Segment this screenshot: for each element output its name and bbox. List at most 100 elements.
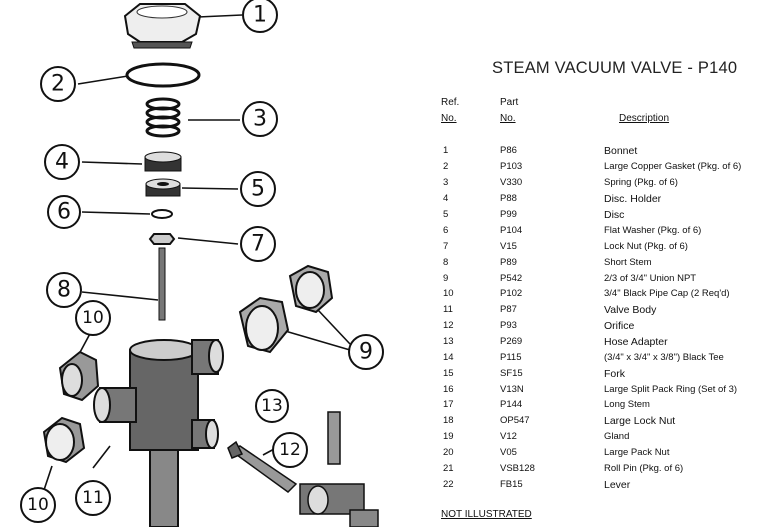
ref-cell: 1	[443, 145, 449, 156]
table-row: 22 FB15 Lever	[0, 479, 770, 495]
part-cell: P103	[500, 161, 523, 172]
desc-cell: Large Lock Nut	[604, 415, 676, 427]
pipe-cap-part	[42, 350, 100, 464]
ref-no-header: No.	[441, 113, 457, 124]
desc-cell: 2/3 of 3/4" Union NPT	[604, 273, 697, 284]
part-cell: V12	[500, 431, 517, 442]
part-cell: OP547	[500, 415, 530, 426]
part-cell: P86	[500, 145, 517, 156]
ref-cell: 20	[443, 447, 454, 458]
desc-cell: (3/4" x 3/4" x 3/8") Black Tee	[604, 352, 724, 363]
gasket-part	[125, 62, 201, 88]
callout-5: 5	[251, 177, 265, 202]
ref-cell: 15	[443, 368, 454, 379]
desc-cell: Disc. Holder	[604, 193, 662, 205]
ref-cell: 10	[443, 288, 454, 299]
part-cell: P88	[500, 193, 517, 204]
part-cell: V330	[500, 177, 523, 188]
ref-cell: 17	[443, 399, 454, 410]
desc-cell: Lever	[604, 479, 631, 491]
washer-part	[151, 209, 173, 219]
part-cell: P102	[500, 288, 523, 299]
ref-cell: 3	[443, 177, 449, 188]
ref-cell: 16	[443, 384, 454, 395]
callout-numbers: 1 2 3 4 5 6 7 8 9 10 11 12 13 10	[27, 3, 373, 516]
table-row: 15 SF15 Fork	[0, 368, 770, 384]
hose-adapter-part	[299, 411, 379, 527]
desc-cell: Roll Pin (Pkg. of 6)	[604, 463, 684, 474]
desc-cell: Fork	[604, 368, 625, 380]
description-header: Description	[619, 113, 670, 124]
part-cell: SF15	[500, 368, 523, 379]
table-row: 19 V12 Gland	[0, 431, 770, 447]
desc-cell: Short Stem	[604, 257, 652, 268]
valve-body-part	[93, 339, 224, 527]
disc-holder-part	[144, 151, 182, 172]
ref-cell: 6	[443, 225, 449, 236]
part-cell: P269	[500, 336, 523, 347]
disc-part	[145, 178, 181, 197]
table-row: 17 P144 Long Stem	[0, 399, 770, 415]
ref-cell: 7	[443, 241, 449, 252]
part-cell: VSB128	[500, 463, 535, 474]
callout-4: 4	[55, 150, 69, 175]
ref-cell: 14	[443, 352, 454, 363]
part-header: Part	[500, 97, 519, 108]
table-row: 6 P104 Flat Washer (Pkg. of 6)	[0, 225, 770, 241]
part-cell: V13N	[500, 384, 524, 395]
callout-7: 7	[251, 232, 265, 257]
desc-cell: Long Stem	[604, 399, 650, 410]
desc-cell: Large Pack Nut	[604, 447, 670, 458]
ref-cell: 22	[443, 479, 454, 490]
callout-8: 8	[57, 278, 71, 303]
desc-cell: Gland	[604, 431, 630, 442]
part-cell: P104	[500, 225, 523, 236]
part-cell: P144	[500, 399, 523, 410]
ref-cell: 5	[443, 209, 449, 220]
ref-cell: 21	[443, 463, 454, 474]
table-row: 21 VSB128 Roll Pin (Pkg. of 6)	[0, 463, 770, 479]
ref-cell: 2	[443, 161, 449, 172]
table-row: 11 P87 Valve Body	[0, 304, 770, 320]
ref-cell: 11	[443, 304, 453, 315]
ref-cell: 12	[443, 320, 454, 331]
part-cell: P542	[500, 273, 523, 284]
desc-cell: Valve Body	[604, 304, 657, 316]
part-cell: P115	[500, 352, 522, 363]
callout-13: 13	[261, 396, 283, 416]
ref-cell: 19	[443, 431, 454, 442]
callout-6: 6	[57, 200, 71, 225]
part-cell: P87	[500, 304, 517, 315]
desc-cell: Bonnet	[604, 145, 638, 157]
callout-3: 3	[253, 107, 267, 132]
callout-12: 12	[279, 440, 301, 460]
table-row: 4 P88 Disc. Holder	[0, 193, 770, 209]
table-row: 1 P86 Bonnet	[0, 145, 770, 161]
desc-cell: Large Copper Gasket (Pkg. of 6)	[604, 161, 742, 172]
part-cell: P93	[500, 320, 517, 331]
desc-cell: Disc	[604, 209, 625, 221]
ref-cell: 4	[443, 193, 449, 204]
bonnet-part	[123, 3, 202, 49]
callout-11: 11	[82, 488, 104, 508]
callout-9: 9	[359, 340, 373, 365]
table-row: 14 P115 (3/4" x 3/4" x 3/8") Black Tee	[0, 352, 770, 368]
part-cell: FB15	[500, 479, 523, 490]
desc-cell: Large Split Pack Ring (Set of 3)	[604, 384, 738, 395]
part-no-header: No.	[500, 113, 516, 124]
callout-2: 2	[51, 72, 65, 97]
desc-cell: Flat Washer (Pkg. of 6)	[604, 225, 702, 236]
ref-cell: 13	[443, 336, 454, 347]
callout-1: 1	[253, 3, 267, 28]
orifice-part	[227, 440, 298, 493]
ref-header: Ref.	[441, 97, 460, 108]
